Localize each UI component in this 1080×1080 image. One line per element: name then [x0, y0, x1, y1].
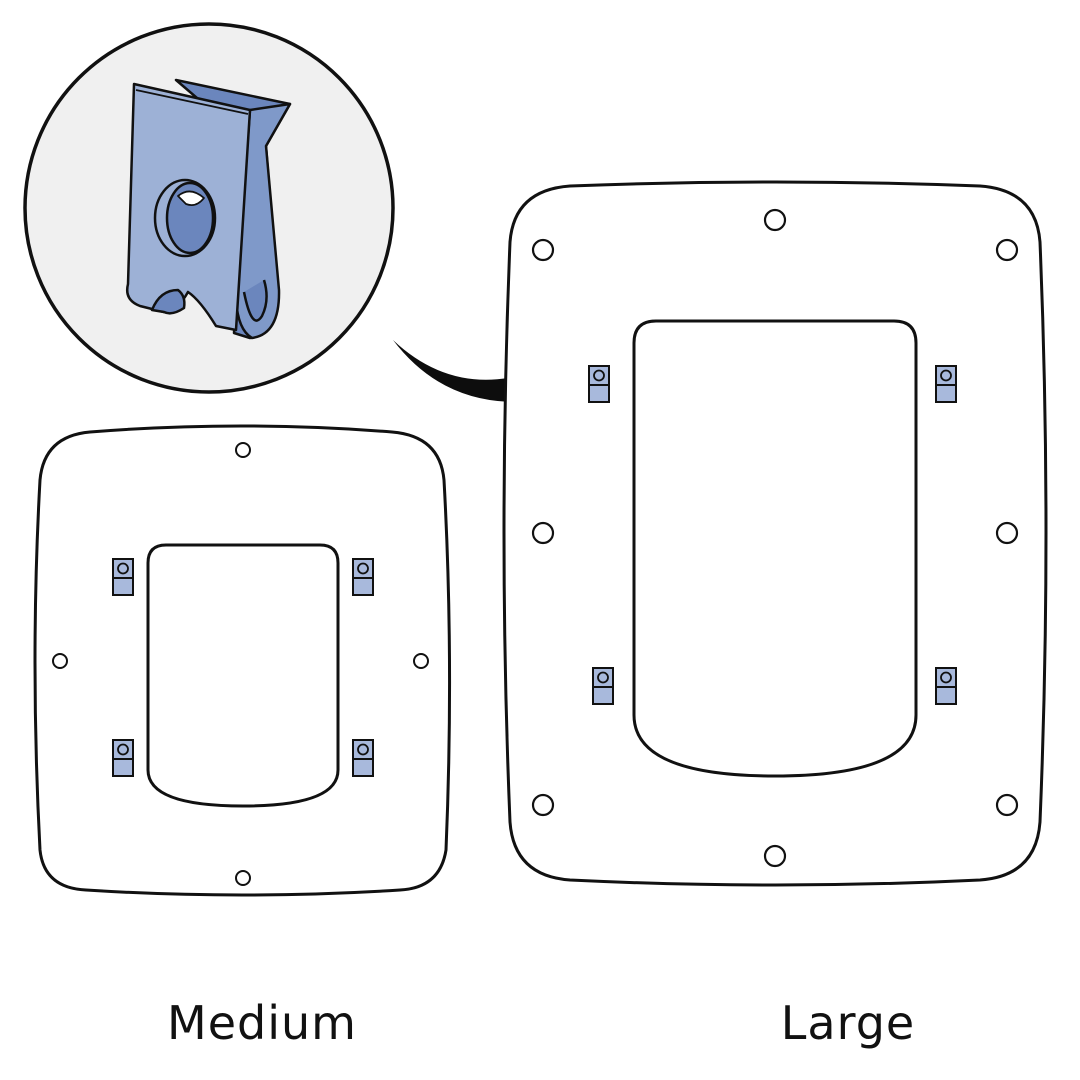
screw-hole	[531, 238, 555, 262]
screw-hole	[995, 793, 1019, 817]
clip-slot	[588, 365, 610, 403]
clip-slot	[352, 739, 374, 777]
large-plate	[502, 180, 1048, 887]
screw-hole	[995, 238, 1019, 262]
clip-callout	[23, 22, 395, 394]
mounting-clip-icon	[126, 78, 292, 340]
screw-hole	[235, 442, 251, 458]
screw-hole	[413, 653, 429, 669]
screw-hole	[52, 653, 68, 669]
screw-hole	[531, 793, 555, 817]
clip-slot	[935, 667, 957, 705]
clip-slot	[112, 739, 134, 777]
screw-hole	[531, 521, 555, 545]
medium-label: Medium	[167, 996, 357, 1050]
clip-slot	[592, 667, 614, 705]
medium-plate	[33, 424, 452, 897]
screw-hole	[763, 208, 787, 232]
screw-hole	[235, 870, 251, 886]
clip-slot	[935, 365, 957, 403]
clip-slot	[112, 558, 134, 596]
large-label: Large	[780, 996, 916, 1050]
clip-slot	[352, 558, 374, 596]
screw-hole	[995, 521, 1019, 545]
screw-hole	[763, 844, 787, 868]
